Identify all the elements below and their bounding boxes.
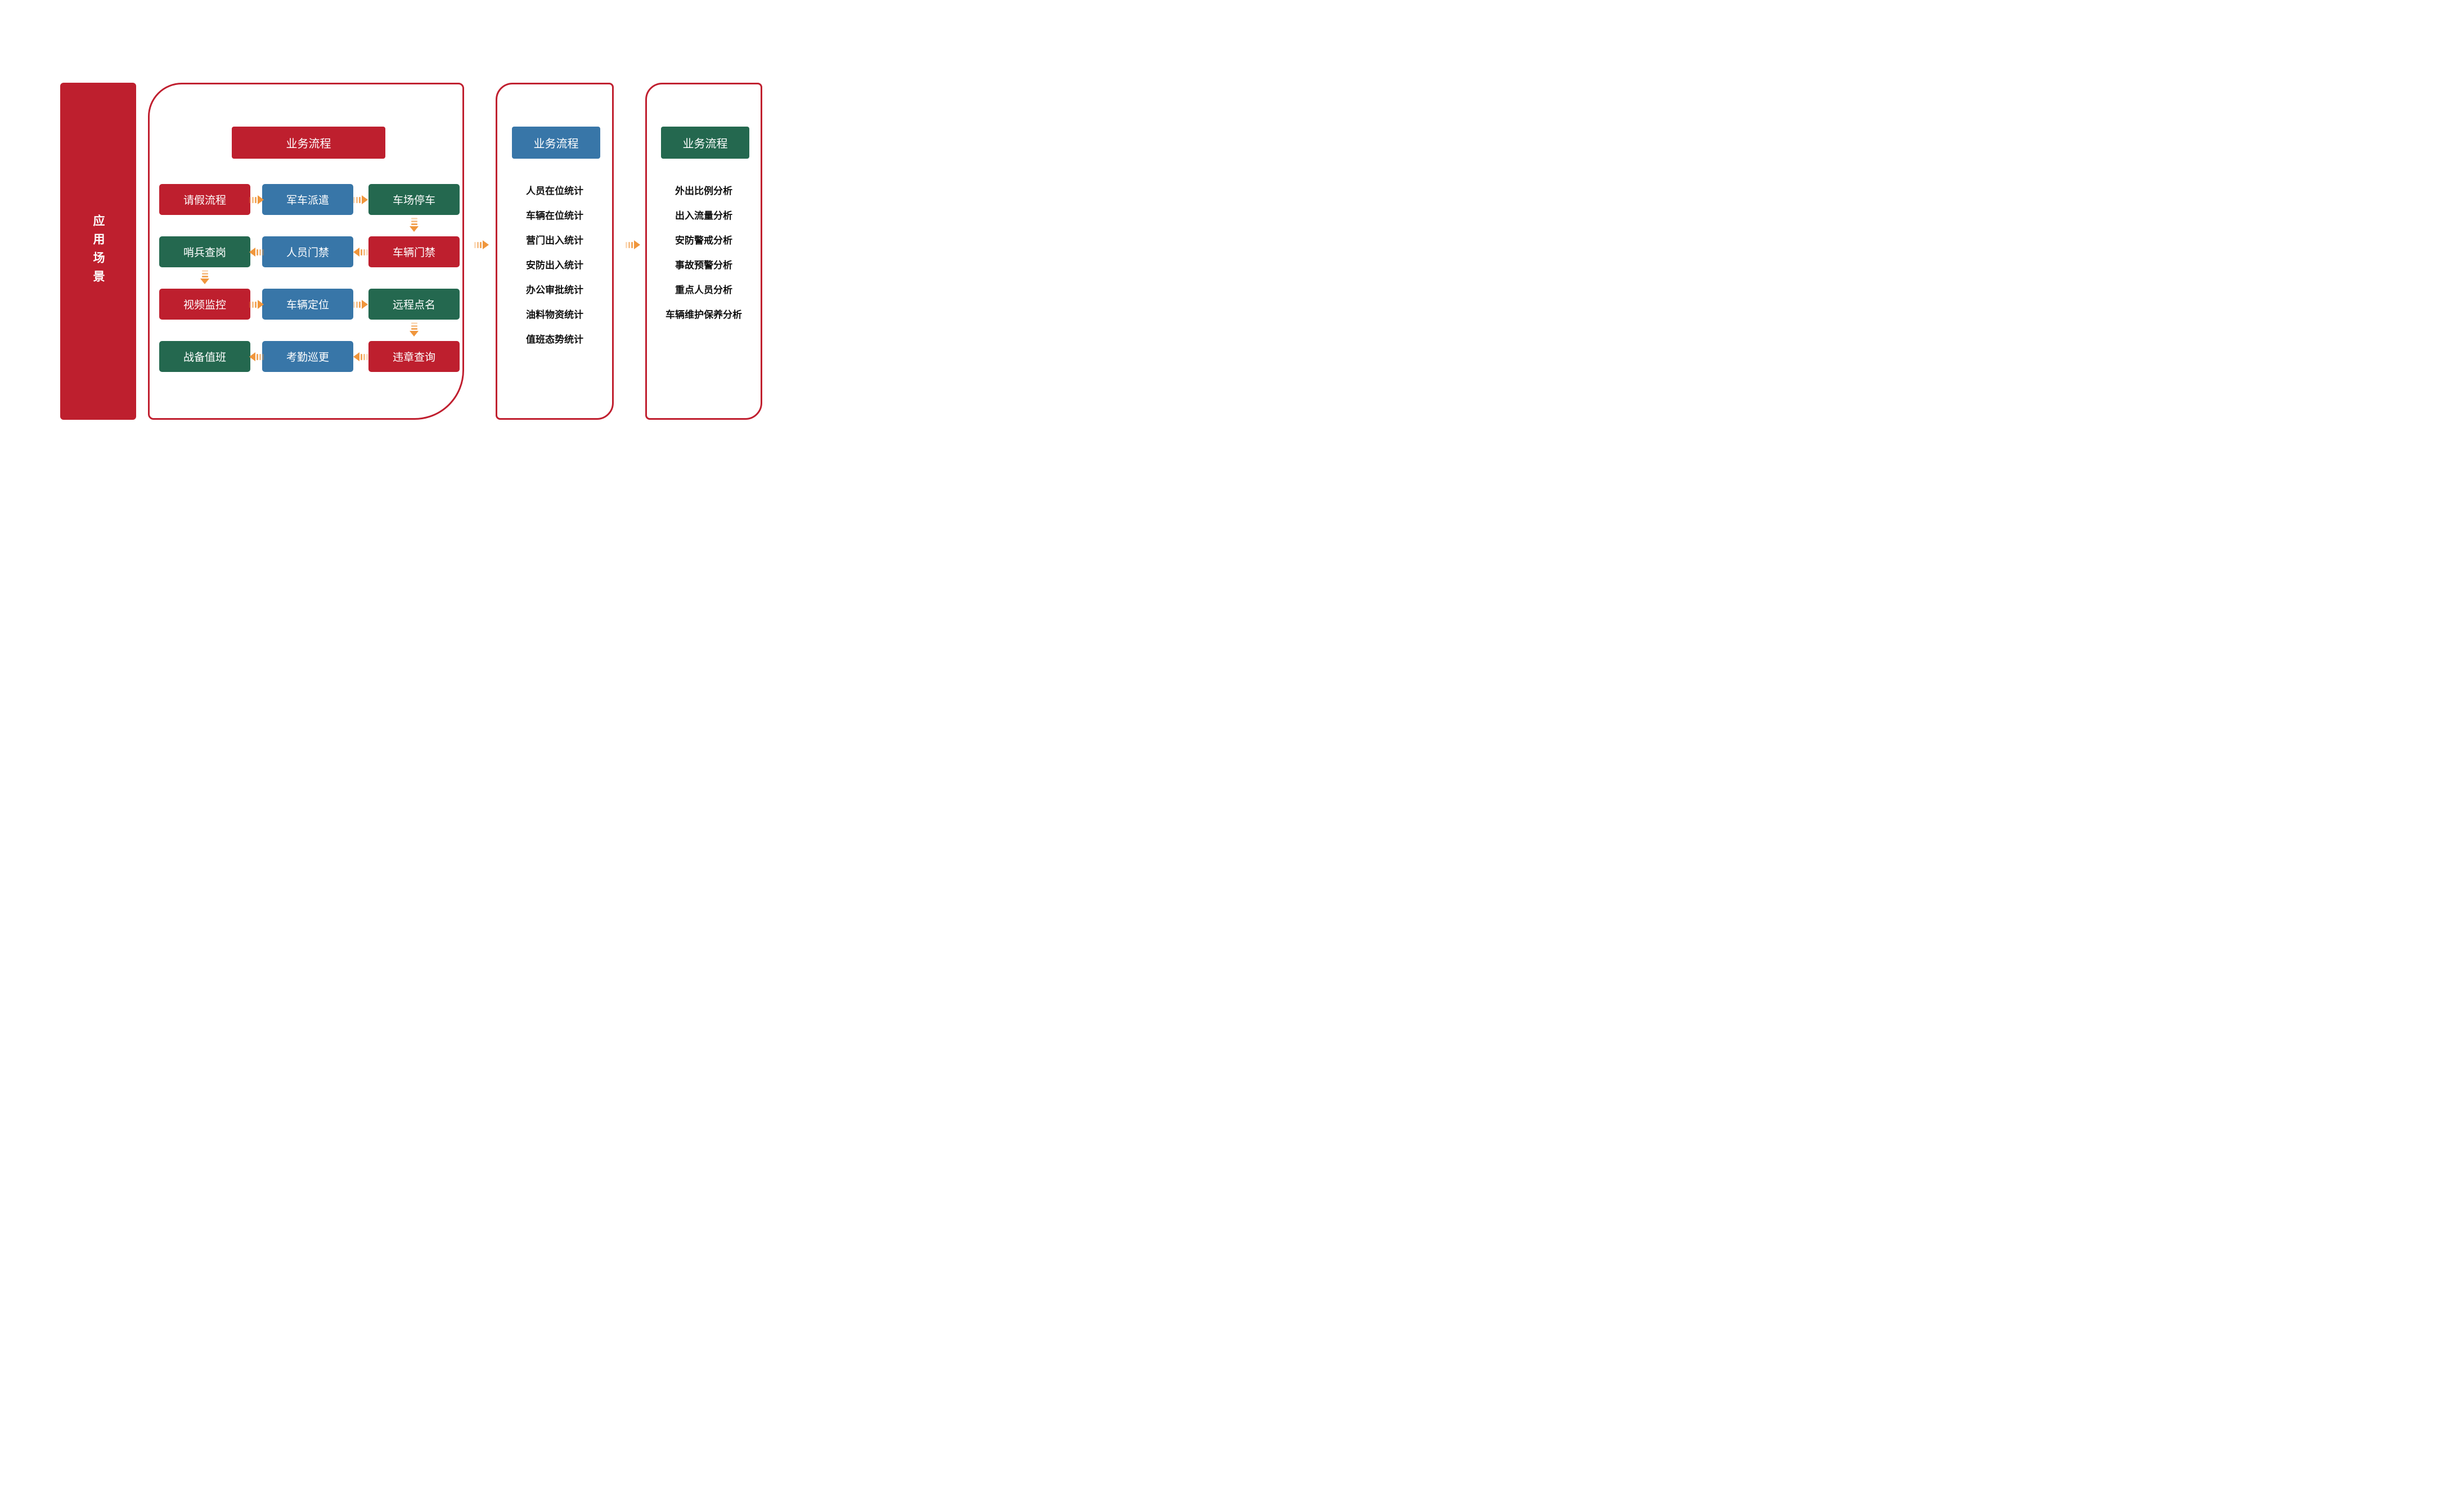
flow-box-personnel-access: 人员门禁 [262,236,353,267]
application-scenarios-bar: 应用场景 [60,83,136,420]
statistics-panel-header: 业务流程 [512,127,600,159]
panel-connector-arrow-icon [626,239,640,251]
flow-box-parking: 车场停车 [368,184,460,215]
flow-box-sentry-check: 哨兵查岗 [159,236,250,267]
analysis-panel: 业务流程 外出比例分析 出入流量分析 安防警戒分析 事故预警分析 重点人员分析 … [645,83,762,420]
flow-box-vehicle-dispatch: 军车派遣 [262,184,353,215]
arrow-right-icon [249,194,264,206]
arrow-down-icon [407,218,421,232]
arrow-left-icon [249,246,264,258]
list-item: 人员在位统计 [526,186,583,196]
list-item: 安防出入统计 [526,260,583,271]
flow-box-violation-query: 违章查询 [368,341,460,372]
application-scenarios-label: 应用场景 [92,214,105,289]
panel-connector-arrow-icon [474,239,489,251]
statistics-panel: 业务流程 人员在位统计 车辆在位统计 营门出入统计 安防出入统计 办公审批统计 … [496,83,614,420]
list-item: 值班态势统计 [526,334,583,345]
analysis-panel-header: 业务流程 [661,127,749,159]
flow-box-vehicle-locating: 车辆定位 [262,289,353,320]
business-flow-panel-header: 业务流程 [232,127,385,159]
flow-box-remote-rollcall: 远程点名 [368,289,460,320]
arrow-down-icon [407,322,421,337]
analysis-list: 外出比例分析 出入流量分析 安防警戒分析 事故预警分析 重点人员分析 车辆维护保… [647,179,761,327]
list-item: 出入流量分析 [675,210,732,221]
list-item: 油料物资统计 [526,309,583,320]
arrow-right-icon [353,298,368,311]
list-item: 外出比例分析 [675,186,732,196]
arrow-down-icon [198,270,212,284]
flow-box-attendance-patrol: 考勤巡更 [262,341,353,372]
slide-canvas: 应用场景 业务流程 请假流程 军车派遣 车场停车 哨兵查岗 人员门禁 车辆门禁 … [0,0,821,498]
flow-box-vehicle-access: 车辆门禁 [368,236,460,267]
statistics-list: 人员在位统计 车辆在位统计 营门出入统计 安防出入统计 办公审批统计 油料物资统… [497,179,612,352]
list-item: 营门出入统计 [526,235,583,246]
arrow-left-icon [353,246,368,258]
business-flow-panel: 业务流程 请假流程 军车派遣 车场停车 哨兵查岗 人员门禁 车辆门禁 视频监控 … [148,83,464,420]
flow-box-video-monitoring: 视频监控 [159,289,250,320]
list-item: 办公审批统计 [526,285,583,295]
list-item: 安防警戒分析 [675,235,732,246]
flow-box-combat-duty: 战备值班 [159,341,250,372]
list-item: 重点人员分析 [675,285,732,295]
list-item: 事故预警分析 [675,260,732,271]
arrow-left-icon [249,351,264,363]
list-item: 车辆维护保养分析 [666,309,742,320]
arrow-left-icon [353,351,368,363]
list-item: 车辆在位统计 [526,210,583,221]
arrow-right-icon [353,194,368,206]
arrow-right-icon [249,298,264,311]
flow-box-leave-process: 请假流程 [159,184,250,215]
